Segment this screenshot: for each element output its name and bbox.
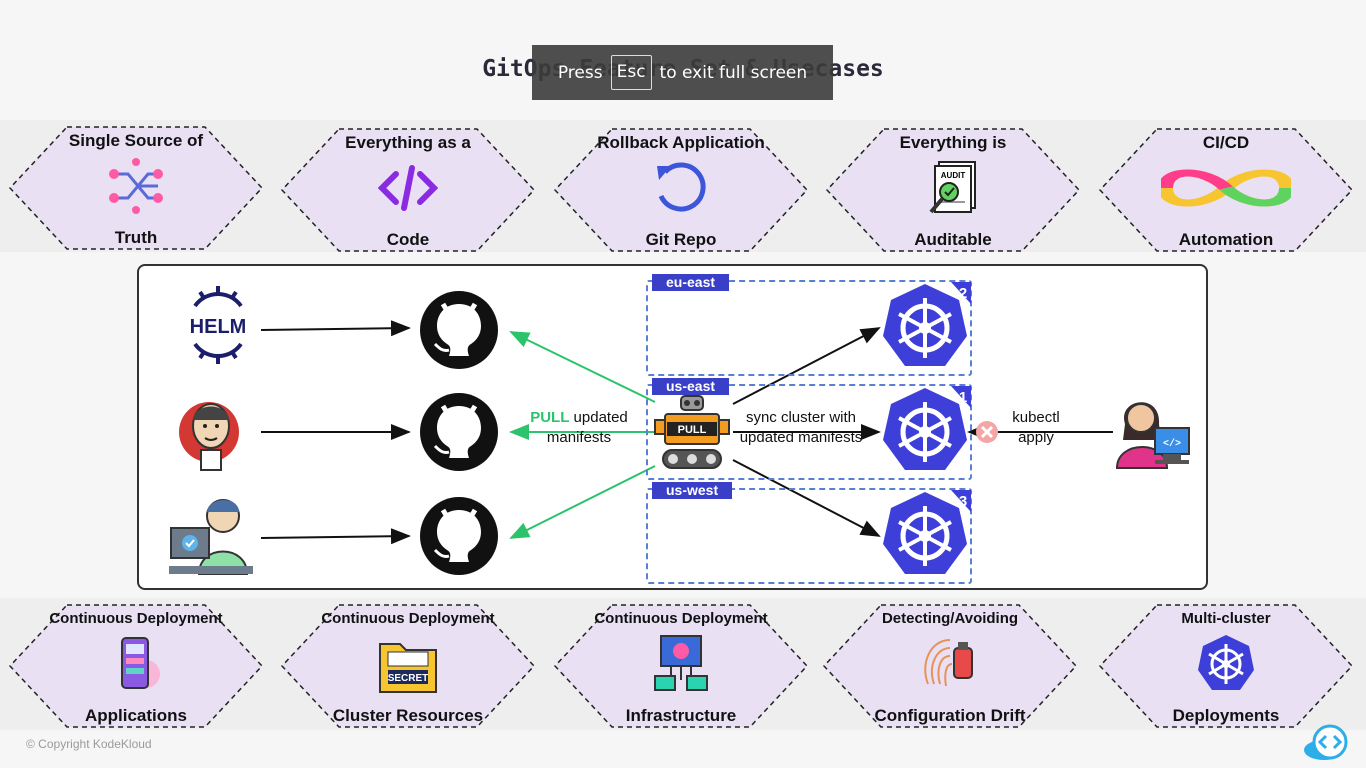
sync-label: sync cluster with updated manifests	[731, 408, 871, 448]
feature-title: Continuous Deployment	[49, 610, 223, 627]
copyright-text: © Copyright KodeKloud	[26, 737, 152, 751]
region-us-east	[646, 384, 972, 480]
kubernetes-cluster-eu-east: 2	[883, 282, 971, 366]
feature-subtitle: Configuration Drift	[874, 706, 1026, 725]
kubernetes-icon	[1198, 635, 1254, 690]
pull-word: PULL	[530, 409, 570, 426]
feature-title: Everything as a	[345, 133, 471, 152]
infinity-icon	[1161, 169, 1291, 207]
feature-subtitle: Deployments	[1172, 706, 1280, 725]
kubectl-line1: kubectl	[1012, 409, 1060, 426]
blocked-x-icon	[976, 421, 998, 443]
feature-title: Continuous Deployment	[321, 610, 495, 627]
feature-title: Multi-cluster	[1181, 610, 1271, 627]
fullscreen-press: Press	[557, 62, 603, 83]
github-icon	[420, 393, 498, 471]
cluster-badge: 2	[959, 285, 967, 302]
kubectl-label: kubectl apply	[1001, 408, 1071, 448]
svg-text:AUDIT: AUDIT	[941, 171, 966, 180]
pull-line2: manifests	[546, 429, 612, 446]
feature-title: CI/CD	[1202, 133, 1250, 152]
operator-person-icon: </>	[1115, 402, 1190, 469]
feature-subtitle: Git Repo	[645, 230, 717, 249]
fingerprint-icon	[924, 639, 973, 687]
region-us-west	[646, 488, 972, 584]
region-tag: us-west	[652, 482, 733, 499]
feature-title: Single Source of	[68, 131, 204, 150]
undo-icon	[657, 162, 706, 212]
svg-text:SECRET: SECRET	[388, 673, 429, 684]
feature-subtitle: Infrastructure	[625, 706, 737, 725]
pull-robot-icon: PULL	[654, 395, 730, 469]
feature-configuration-drift: Detecting/Avoiding Configuration Drift	[823, 604, 1077, 728]
feature-multi-cluster: Multi-cluster Deployments	[1099, 604, 1353, 728]
svg-text:</>: </>	[1163, 438, 1181, 450]
feature-title: Continuous Deployment	[594, 610, 768, 627]
gitops-diagram: eu-east us-east us-west HELM	[137, 264, 1208, 590]
kubernetes-cluster-us-west: 3	[883, 490, 971, 574]
robot-label: PULL	[678, 424, 707, 436]
code-nav-button[interactable]	[1302, 724, 1358, 762]
kubectl-line2: apply	[1018, 429, 1054, 446]
feature-subtitle: Truth	[114, 228, 158, 247]
feature-subtitle: Code	[386, 230, 430, 249]
branch-icon	[109, 158, 163, 214]
feature-title: Detecting/Avoiding	[881, 610, 1019, 627]
fullscreen-notice: Press Esc to exit full screen	[532, 45, 833, 100]
feature-title: Everything is	[899, 133, 1007, 152]
feature-subtitle: Applications	[84, 706, 187, 725]
audit-icon: AUDIT	[929, 161, 976, 214]
helm-label: HELM	[190, 316, 247, 338]
feature-auditable: Everything is AUDIT Auditable	[826, 128, 1080, 252]
region-eu-east	[646, 280, 972, 376]
feature-single-source-of-truth: Single Source of Truth	[9, 126, 263, 250]
esc-key[interactable]: Esc	[610, 55, 652, 90]
region-tag: us-east	[652, 378, 730, 395]
github-icon	[420, 497, 498, 575]
pull-label: PULL updated manifests	[519, 408, 639, 448]
server-icon	[654, 635, 708, 691]
feature-subtitle: Automation	[1178, 230, 1274, 249]
developer-icon	[169, 499, 253, 575]
github-icon	[420, 291, 498, 369]
feature-everything-as-code: Everything as a Code	[281, 128, 535, 252]
feature-cd-cluster-resources: Continuous Deployment SECRET Cluster Res…	[281, 604, 535, 728]
feature-cd-infrastructure: Continuous Deployment Infrastructure	[554, 604, 808, 728]
pull-rest: updated	[573, 409, 628, 426]
feature-rollback: Rollback Application Git Repo	[554, 128, 808, 252]
cluster-badge: 1	[959, 389, 967, 406]
feature-cicd: CI/CD Automation	[1099, 128, 1353, 252]
region-tag: eu-east	[652, 274, 730, 291]
cluster-badge: 3	[959, 493, 967, 510]
code-icon	[378, 165, 438, 211]
feature-subtitle: Auditable	[914, 230, 992, 249]
kubernetes-cluster-us-east: 1	[883, 386, 971, 470]
feature-cd-applications: Continuous Deployment Applications	[9, 604, 263, 728]
helm-icon: HELM	[190, 286, 247, 364]
secret-folder-icon: SECRET	[379, 643, 437, 693]
feature-subtitle: Cluster Resources	[332, 706, 484, 725]
feature-title: Rollback Application	[597, 133, 765, 152]
sync-line1: sync cluster with	[745, 409, 857, 426]
fullscreen-rest: to exit full screen	[659, 62, 808, 83]
mobile-app-icon	[121, 637, 160, 689]
jenkins-icon	[179, 402, 239, 471]
sync-line2: updated manifests	[739, 429, 863, 446]
